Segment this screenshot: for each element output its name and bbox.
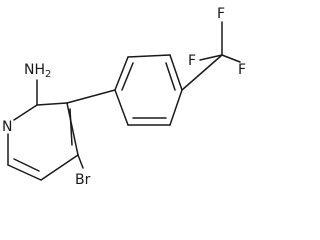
bond-c-f-left	[199, 54, 223, 61]
bond-c4-c5	[40, 154, 79, 181]
bond-n1-c2	[13, 104, 38, 121]
fluorine-top-label: F	[217, 6, 225, 22]
amine-label: NH2	[24, 62, 51, 80]
bond-p6-p1	[114, 89, 129, 126]
bromine-label: Br	[75, 172, 91, 188]
fluorine-right-label: F	[238, 62, 246, 78]
bond-p1-p2-inner	[121, 62, 134, 91]
bond-c4-br	[77, 154, 84, 169]
bond-c-f-right	[221, 54, 241, 63]
ring-nitrogen-label: N	[2, 119, 12, 135]
bond-c5-c6	[7, 164, 42, 181]
bond-p3-p4-inner	[165, 62, 176, 91]
pyridine-ring	[7, 79, 84, 181]
bond-p2-p3	[127, 54, 171, 58]
bond-p1-p2	[114, 56, 129, 91]
bond-c3-c3-inner	[69, 108, 73, 146]
bond-c5-c6-inner	[13, 158, 40, 172]
trifluoromethyl-group	[181, 21, 241, 91]
bond-c3-c4	[66, 102, 79, 156]
bond-phenyl-cf3	[181, 54, 223, 91]
bond-p4-p5	[169, 89, 183, 126]
phenyl-ring	[114, 54, 183, 126]
bond-c2-c3	[36, 102, 68, 106]
bond-pyridine-phenyl	[66, 89, 116, 104]
chemical-structure: NH2 N Br F F F	[2, 6, 246, 188]
fluorine-left-label: F	[188, 53, 196, 69]
bond-p3-p4	[169, 54, 183, 91]
